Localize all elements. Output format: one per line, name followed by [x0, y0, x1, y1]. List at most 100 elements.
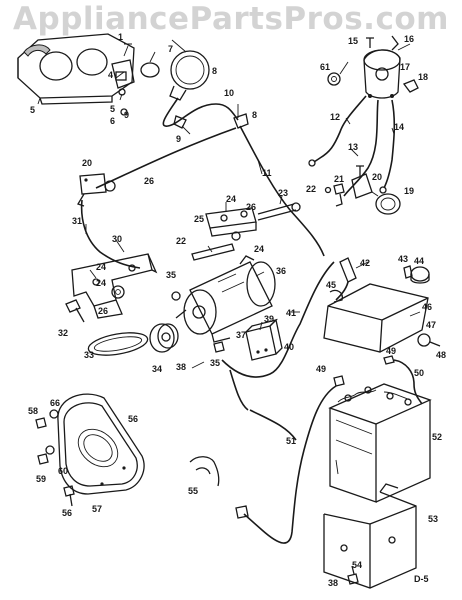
- wire-41: [229, 369, 249, 411]
- callout-40: 40: [284, 342, 294, 352]
- switch-plate: [111, 43, 135, 116]
- callout-1: 1: [118, 32, 123, 42]
- callout-17: 17: [400, 62, 410, 72]
- callout-22: 22: [306, 184, 316, 194]
- callout-26b: 26: [246, 202, 256, 212]
- pulley: [149, 323, 179, 353]
- callout-44: 44: [414, 256, 424, 266]
- clip: [189, 456, 220, 487]
- page-code: D-5: [414, 574, 429, 584]
- washer-60: [45, 445, 55, 455]
- callout-21: 21: [334, 174, 344, 184]
- callout-48: 48: [436, 350, 446, 360]
- callout-24c: 24: [96, 262, 106, 272]
- callout-26c: 26: [98, 306, 108, 316]
- callout-7: 7: [168, 44, 173, 54]
- lens: [140, 62, 160, 78]
- callout-16: 16: [404, 34, 414, 44]
- callout-32: 32: [58, 328, 68, 338]
- washer-66: [49, 409, 59, 419]
- callout-56: 56: [128, 414, 138, 424]
- belt: [87, 332, 149, 356]
- dash-panel: [17, 33, 135, 105]
- callout-30: 30: [112, 234, 122, 244]
- callout-56b: 56: [62, 508, 72, 518]
- callout-31: 31: [72, 216, 82, 226]
- callout-38b: 38: [328, 578, 338, 588]
- ground-wire: [249, 409, 297, 441]
- watermark-text: AppliancePartsPros.com: [13, 1, 449, 37]
- callout-42: 42: [360, 258, 370, 268]
- wire-11: [239, 125, 325, 257]
- callout-5: 5: [30, 105, 35, 115]
- callout-49b: 49: [316, 364, 326, 374]
- callout-54: 54: [352, 560, 362, 570]
- bolt-38: [347, 573, 359, 585]
- callout-47: 47: [426, 320, 436, 330]
- callout-36: 36: [276, 266, 286, 276]
- screw-56: [63, 485, 75, 497]
- battery-tray: [323, 483, 417, 589]
- callout-52: 52: [432, 432, 442, 442]
- battery-cover: [323, 283, 429, 353]
- callout-10: 10: [224, 88, 234, 98]
- cap: [410, 266, 430, 282]
- callout-24b: 24: [254, 244, 264, 254]
- callout-34: 34: [152, 364, 162, 374]
- washer: [111, 285, 125, 299]
- callout-41: 41: [286, 308, 296, 318]
- callout-35b: 35: [210, 358, 220, 368]
- bolt-32: [65, 299, 85, 323]
- callout-9: 9: [124, 110, 129, 120]
- callout-39: 39: [264, 314, 274, 324]
- mount-bracket: [71, 253, 158, 319]
- callout-57: 57: [92, 504, 102, 514]
- wire-13: [343, 99, 379, 197]
- callout-15: 15: [348, 36, 358, 46]
- callout-20b: 20: [372, 172, 382, 182]
- key-switch: [77, 173, 116, 207]
- callout-26: 26: [144, 176, 154, 186]
- nut: [327, 72, 341, 86]
- headlamp: [169, 50, 210, 101]
- battery: [328, 383, 432, 503]
- screw-59: [37, 453, 49, 465]
- callout-13: 13: [348, 142, 358, 152]
- harness-26: [95, 127, 237, 189]
- battery-cable-long: [243, 385, 337, 544]
- callout-24: 24: [226, 194, 236, 204]
- screw-58: [35, 417, 47, 429]
- callout-18: 18: [418, 72, 428, 82]
- heat-shield: [57, 393, 145, 495]
- callout-38: 38: [176, 362, 186, 372]
- light-socket: [351, 165, 401, 215]
- callouts: 5 1 4 5 6 9 7 8 8 9 10 15 16 61 17 18 12…: [28, 32, 446, 588]
- battery-cable: [393, 359, 423, 405]
- voltage-regulator: [245, 318, 283, 361]
- callout-19: 19: [404, 186, 414, 196]
- callout-5b: 5: [110, 104, 115, 114]
- lamp-wire: [162, 97, 239, 127]
- callout-37: 37: [236, 330, 246, 340]
- callout-20: 20: [82, 158, 92, 168]
- wire-38: [221, 261, 335, 378]
- bolt-43: [403, 265, 413, 279]
- leader-lines: [37, 39, 421, 475]
- ignition-switch: [363, 35, 419, 99]
- callout-59: 59: [36, 474, 46, 484]
- callout-49: 49: [386, 346, 396, 356]
- terminal-35: [213, 341, 225, 353]
- callout-6: 6: [110, 116, 115, 126]
- wire-31: [80, 199, 141, 269]
- callout-33: 33: [84, 350, 94, 360]
- callout-60: 60: [58, 466, 68, 476]
- callout-11: 11: [262, 168, 272, 178]
- callout-66: 66: [50, 398, 60, 408]
- coil: [339, 257, 357, 283]
- callout-50: 50: [414, 368, 424, 378]
- generator: [175, 255, 276, 343]
- wire-14: [383, 99, 396, 189]
- watermark: AppliancePartsPros.com: [0, 0, 462, 44]
- grommet: [417, 333, 431, 347]
- callout-25: 25: [194, 214, 204, 224]
